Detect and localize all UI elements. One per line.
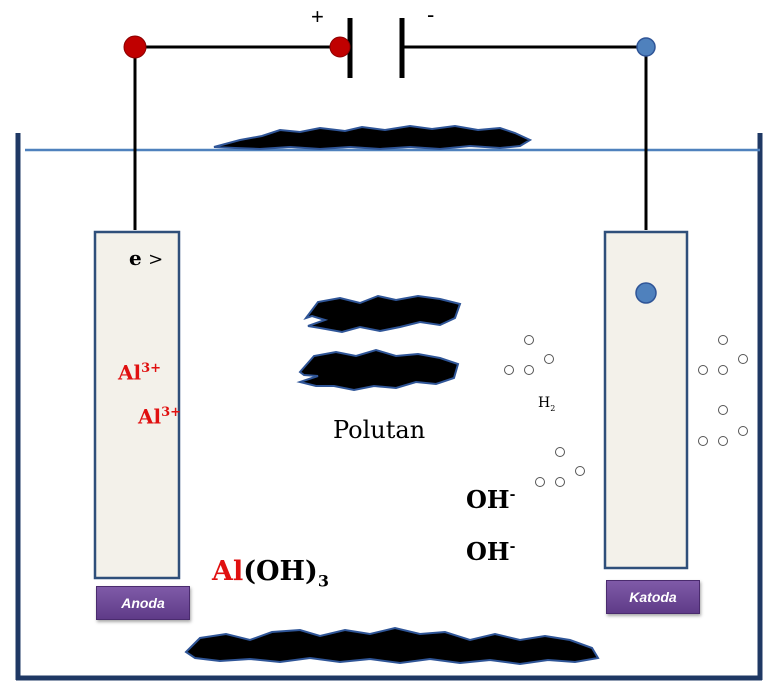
anode-electrode — [93, 230, 181, 580]
pollutant-blob-1 — [303, 294, 462, 334]
anode-terminal-dot — [123, 35, 147, 59]
aluminum-ion-label-2: Al3+ — [138, 404, 182, 429]
hydroxide-label-2: OH- — [466, 537, 516, 566]
battery-positive-terminal-dot — [329, 36, 351, 58]
cathode-label: Katoda — [606, 580, 700, 614]
hydrogen-label: H2 — [538, 395, 556, 413]
pollutant-label: Polutan — [333, 416, 426, 444]
battery-negative-sign: - — [427, 2, 435, 27]
anode-label: Anoda — [96, 586, 190, 620]
floating-sludge — [213, 124, 533, 151]
pollutant-blob-2 — [296, 348, 460, 392]
aluminum-ion-label-1: Al3+ — [118, 360, 162, 385]
electron-label: e > — [129, 246, 164, 270]
battery-positive-sign: + — [311, 4, 324, 29]
hydrogen-bubbles-right — [698, 335, 748, 446]
hydroxide-label-1: OH- — [466, 485, 516, 514]
hydrogen-bubbles-left — [504, 335, 585, 487]
electron-dot — [635, 282, 657, 304]
bottom-sediment — [184, 626, 600, 666]
aluminum-hydroxide-label: Al(OH)3 — [212, 556, 329, 591]
cathode-terminal-dot — [636, 37, 656, 57]
